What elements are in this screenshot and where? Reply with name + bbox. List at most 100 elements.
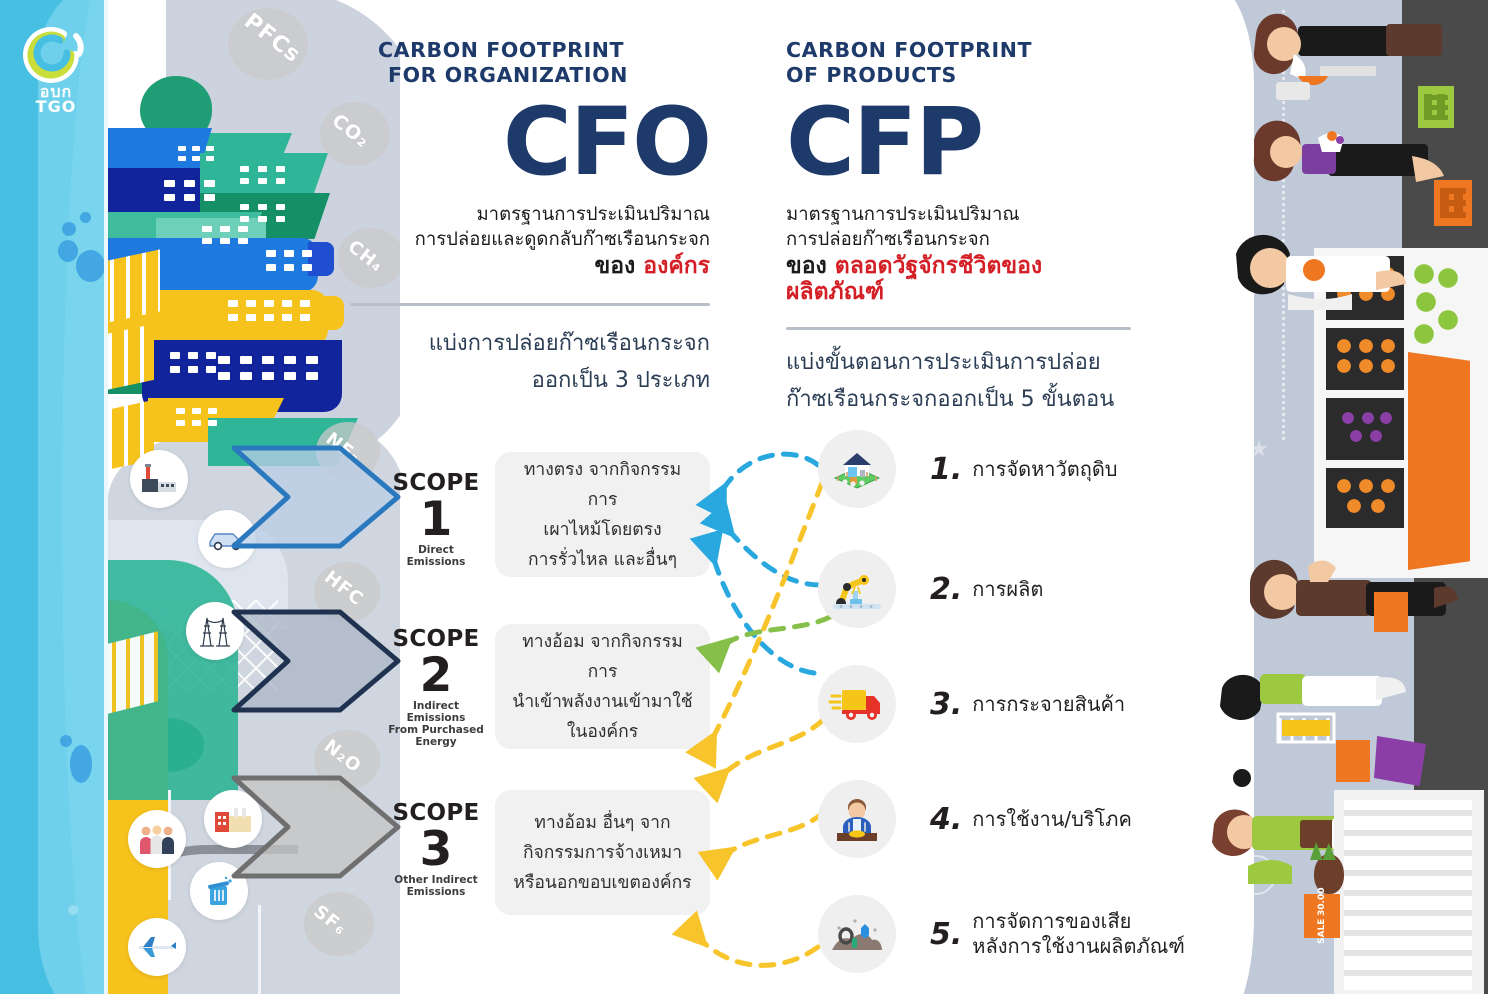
step-row-5[interactable]: 5. การจัดการของเสีย หลังการใช้งานผลิตภัณ… bbox=[818, 895, 1185, 973]
step-4-number: 4. bbox=[930, 801, 963, 837]
cfp-thai-bold-prefix: ของ bbox=[786, 253, 835, 279]
step-1-number: 1. bbox=[930, 451, 963, 487]
scope-1-name: SCOPE 1 Direct Emissions bbox=[382, 470, 490, 568]
cfo-eyebrow-line1: CARBON FOOTPRINT bbox=[378, 38, 625, 62]
cfp-lead-line1: แบ่งขั้นตอนการประเมินการปล่อย bbox=[786, 350, 1101, 375]
bubble-4 bbox=[76, 250, 105, 282]
step-row-4[interactable]: 4. การใช้งาน/บริโภค bbox=[818, 780, 1132, 858]
scope-2-chevron bbox=[231, 596, 401, 726]
scope-2-word: SCOPE bbox=[392, 626, 480, 652]
sf6-gas-cloud bbox=[304, 892, 374, 956]
shopper-2 bbox=[1240, 120, 1450, 240]
step-row-3[interactable]: 3. การกระจายสินค้า bbox=[818, 665, 1125, 743]
bubble-1 bbox=[62, 222, 76, 236]
scope-2-desc-line2: From Purchased bbox=[388, 724, 484, 736]
scope-3-box: ทางอ้อม อื่นๆ จาก กิจกรรมการจ้างเหมา หรื… bbox=[495, 790, 710, 915]
scope-3-desc-line1: Other Indirect bbox=[394, 874, 478, 886]
step-2-label-line1: การผลิต bbox=[972, 576, 1044, 601]
left-water-panel bbox=[0, 0, 110, 994]
cfo-eyebrow: CARBON FOOTPRINT FOR ORGANIZATION bbox=[378, 38, 710, 88]
purple-shopping-bag bbox=[1374, 736, 1426, 786]
building-yellow-2 bbox=[320, 296, 344, 330]
scope-3-text-line1: ทางอ้อม อื่นๆ จาก bbox=[534, 812, 671, 833]
scope-3-word: SCOPE bbox=[392, 800, 480, 826]
cfp-thai-bold-red-line1: ตลอดวัฐจักรชีวิตของ bbox=[834, 253, 1043, 279]
scope-2-text-line2: นำเข้าพลังงานเข้ามาใช้ bbox=[512, 691, 693, 712]
cfp-thai-line2: การปล่อยก๊าซเรือนกระจก bbox=[786, 229, 990, 250]
step-3-label: การกระจายสินค้า bbox=[972, 692, 1125, 717]
cfp-acronym: CFP bbox=[786, 88, 984, 197]
scope-3-text-line3: หรือนอกขอบเขตองค์กร bbox=[513, 872, 692, 893]
shopper-5-with-cart bbox=[1208, 660, 1438, 800]
step-3-label-line1: การกระจายสินค้า bbox=[972, 691, 1126, 716]
scope-1-number: 1 bbox=[419, 492, 453, 547]
factory-icon[interactable] bbox=[130, 450, 188, 508]
power-line-icon[interactable] bbox=[186, 602, 244, 660]
building-blue-4 bbox=[308, 242, 334, 276]
step-row-1[interactable]: 1. การจัดหาวัตถุดิบ bbox=[818, 430, 1118, 508]
tgo-c-logo-icon bbox=[20, 22, 86, 88]
cfo-thai-bold-prefix: ของ bbox=[594, 253, 644, 279]
scope-1-text-line1: ทางตรง จากกิจกรรมการ bbox=[523, 459, 682, 510]
cfo-lead: แบ่งการปล่อยก๊าซเรือนกระจก ออกเป็น 3 ประ… bbox=[380, 325, 710, 399]
curved-road bbox=[108, 845, 298, 994]
cfo-thai-subtitle: มาตรฐานการประเมินปริมาณ การปล่อยและดูดกล… bbox=[378, 202, 710, 280]
cfp-lead-line2: ก๊าซเรือนกระจกออกเป็น 5 ขั้นตอน bbox=[786, 387, 1115, 412]
step-1-label: การจัดหาวัตถุดิบ bbox=[972, 457, 1117, 482]
tgo-logo[interactable]: อบก TGO bbox=[14, 22, 98, 115]
cfp-thai-bold-red-line2: ผลิตภัณฑ์ bbox=[786, 279, 885, 305]
scope-2-name: SCOPE 2 Indirect Emissions From Purchase… bbox=[382, 626, 490, 748]
bubble-6 bbox=[70, 745, 92, 783]
cfo-lead-line1: แบ่งการปล่อยก๊าซเรือนกระจก bbox=[428, 331, 710, 356]
sale-tag-label: SALE bbox=[1317, 919, 1327, 945]
scope-2-text-line3: ในองค์กร bbox=[566, 721, 639, 742]
ch4-gas-cloud bbox=[338, 228, 400, 288]
orange-pile-3 bbox=[1332, 474, 1398, 524]
cfo-thai-line1: มาตรฐานการประเมินปริมาณ bbox=[476, 204, 710, 225]
step-row-2[interactable]: 2. การผลิต bbox=[818, 550, 1043, 628]
cfo-thai-bold-red: องค์กร bbox=[643, 253, 710, 279]
waste-pile-icon bbox=[818, 895, 896, 973]
scope-2-desc-line3: Energy bbox=[415, 736, 457, 748]
scope-3-chevron bbox=[231, 762, 401, 892]
green-apple-row bbox=[1408, 258, 1462, 348]
step-2-label: การผลิต bbox=[972, 577, 1043, 602]
scope-2-text-line1: ทางอ้อม จากกิจกรรมการ bbox=[522, 631, 683, 682]
cfo-thai-line2: การปล่อยและดูดกลับก๊าซเรือนกระจก bbox=[414, 229, 710, 250]
scope-1-text-line2: เผาไหม้โดยตรง bbox=[543, 519, 662, 540]
bubble-3 bbox=[58, 240, 78, 262]
cfo-lead-line2: ออกเป็น 3 ประเภท bbox=[531, 368, 710, 393]
industrial-plant-icon[interactable] bbox=[204, 790, 262, 848]
step-5-label-line2: หลังการใช้งานผลิตภัณฑ์ bbox=[972, 934, 1185, 958]
scope-2-desc-line1: Indirect Emissions bbox=[406, 700, 466, 724]
step-5-label: การจัดการของเสีย หลังการใช้งานผลิตภัณฑ์ bbox=[972, 909, 1185, 959]
cfp-eyebrow-line1: CARBON FOOTPRINT bbox=[786, 38, 1033, 62]
dotted-path-1 bbox=[1282, 10, 1285, 440]
grape-pile-1 bbox=[1334, 404, 1398, 454]
cfp-thai-subtitle: มาตรฐานการประเมินปริมาณ การปล่อยก๊าซเรือ… bbox=[786, 202, 1146, 305]
building-green-2 bbox=[200, 153, 328, 197]
tgo-logo-label: อบก TGO bbox=[14, 84, 98, 115]
cfo-column: CARBON FOOTPRINT FOR ORGANIZATION CFO มา… bbox=[378, 38, 712, 280]
delivery-truck-icon bbox=[818, 665, 896, 743]
bubble-7 bbox=[68, 905, 78, 915]
shelf-arrow-icon bbox=[1196, 498, 1214, 526]
scope-1-word: SCOPE bbox=[392, 470, 480, 496]
people-icon[interactable] bbox=[128, 810, 186, 868]
step-5-label-line1: การจัดการของเสีย bbox=[972, 909, 1132, 933]
bubble-2 bbox=[80, 212, 91, 223]
shopper-3 bbox=[1226, 228, 1406, 358]
orange-box-2 bbox=[1374, 592, 1408, 632]
airplane-icon[interactable] bbox=[128, 918, 186, 976]
orange-pile-2 bbox=[1332, 334, 1398, 386]
scope-2-number: 2 bbox=[419, 648, 453, 703]
cfp-divider bbox=[786, 327, 1131, 330]
step-5-number: 5. bbox=[930, 916, 963, 952]
orange-box-1 bbox=[1336, 740, 1370, 782]
packaged-goods-rows bbox=[1344, 800, 1472, 990]
person-eating-icon bbox=[818, 780, 896, 858]
scope-1-box: ทางตรง จากกิจกรรมการ เผาไหม้โดยตรง การรั… bbox=[495, 452, 710, 577]
sale-tag-price: 30.00 bbox=[1317, 887, 1327, 917]
scope-1-desc-line1: Direct bbox=[418, 544, 454, 556]
